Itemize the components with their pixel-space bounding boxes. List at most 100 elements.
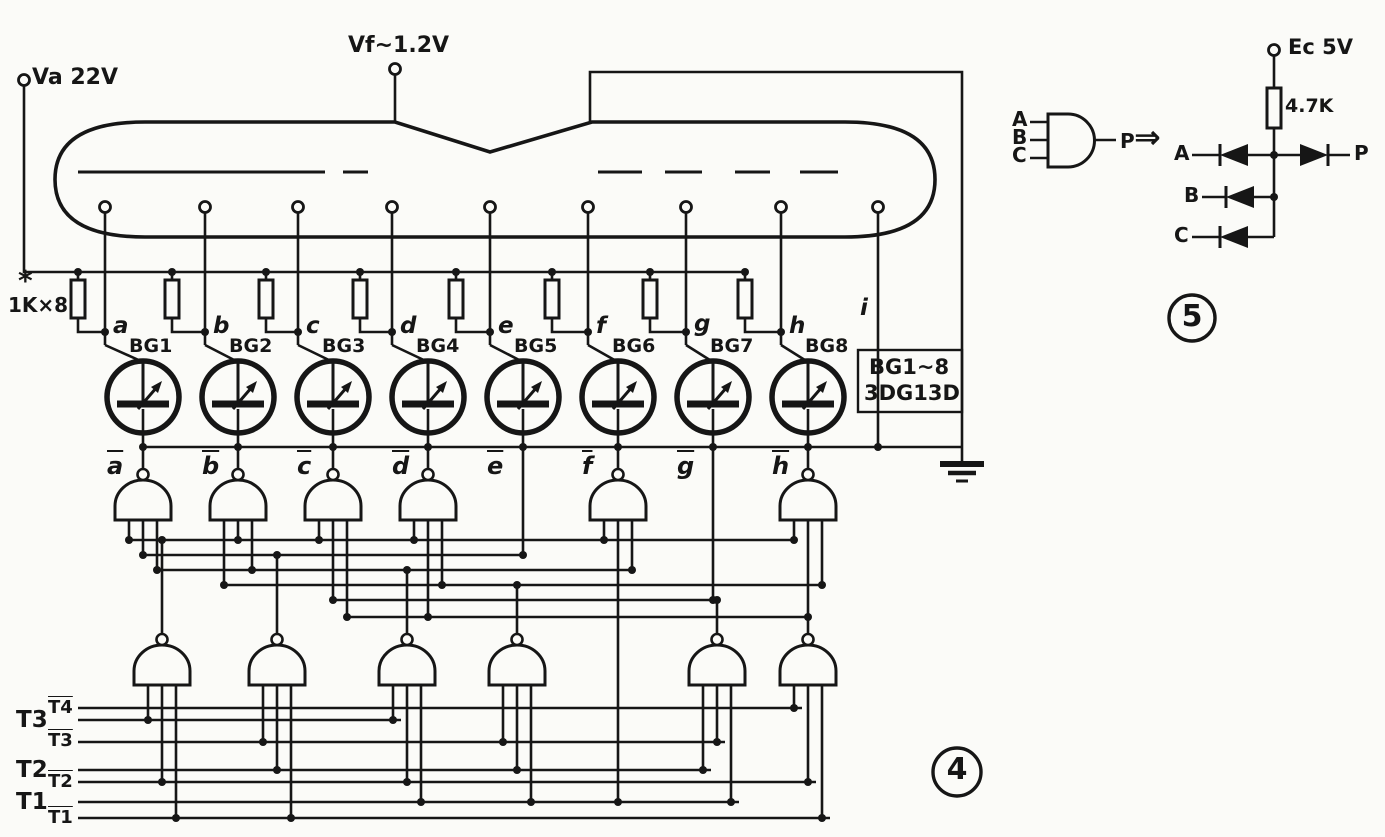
and-gate-icon (1046, 112, 1096, 169)
segment-letter-h: h (789, 313, 806, 339)
tube-pin-b (198, 200, 212, 214)
decoder-gate-5 (687, 632, 747, 687)
bg8-label: BG8 (805, 335, 849, 357)
and-input-b-label: B (1012, 125, 1028, 149)
transistor-type-part: 3DG13D (864, 381, 960, 405)
transistors (104, 348, 964, 436)
upper-gate-inputs (127, 520, 824, 802)
bg3-label: BG3 (322, 335, 366, 357)
base-wires (141, 409, 810, 600)
diode-a-icon (1218, 144, 1248, 166)
resistor-5 (447, 278, 465, 320)
segment-letter-f: f (596, 313, 607, 339)
tube-pin-c (291, 200, 305, 214)
bar-d-label: d (392, 452, 410, 480)
bg5-label: BG5 (514, 335, 558, 357)
bar-g-label: g (677, 452, 695, 480)
timing-input-lines (78, 706, 830, 820)
resistor-6 (543, 278, 561, 320)
tube-pin-d (385, 200, 399, 214)
segment-letter-c: c (306, 313, 320, 339)
resistor-note-mark: * (18, 264, 33, 297)
va-terminal (17, 73, 31, 87)
tube-pin-f (581, 200, 595, 214)
bg7-label: BG7 (710, 335, 754, 357)
t2-label: T2 (16, 757, 48, 783)
and-output-p-label: P (1120, 129, 1135, 153)
bar-c-label: c (297, 452, 312, 480)
diode-input-c-label: C (1174, 223, 1189, 247)
upper-nand-gates (113, 467, 838, 802)
diode-output-icon (1300, 144, 1330, 166)
nand-gate-c (303, 467, 363, 522)
va-supply-label: Va 22V (32, 65, 118, 90)
power-wiring (22, 70, 984, 483)
nand-gate-h (778, 467, 838, 522)
bar-h-label: h (772, 452, 790, 480)
figure4-number: 4 (946, 752, 968, 787)
bg4-label: BG4 (416, 335, 460, 357)
transistor-bg8 (769, 358, 847, 436)
nand-gate-b (208, 467, 268, 522)
lower-gate-inputs (146, 685, 824, 818)
bg6-label: BG6 (612, 335, 656, 357)
resistor-4 (351, 278, 369, 320)
decoder-gate-3 (377, 632, 437, 687)
diode-input-b-label: B (1184, 183, 1200, 207)
anode-resistor-bank (69, 272, 781, 334)
transistor-type-range: BG1~8 (869, 355, 950, 379)
vf-supply-label: Vf~1.2V (348, 33, 450, 58)
bar-a-label: a (107, 452, 124, 480)
tube-pin-g (679, 200, 693, 214)
type-label-box (856, 348, 964, 414)
tube-pin-e (483, 200, 497, 214)
figure5-circuit (1030, 43, 1350, 248)
decoder-gate-2 (247, 632, 307, 687)
figure5-number: 5 (1181, 299, 1203, 334)
segment-wires (103, 212, 880, 447)
diode-output-p-label: P (1354, 141, 1369, 165)
resistor-2 (163, 278, 181, 320)
and-input-a-label: A (1012, 107, 1028, 131)
interconnect-buses (129, 538, 822, 619)
t1-bar-label: T1 (48, 807, 73, 828)
bg1-label: BG1 (129, 335, 173, 357)
tube-pin-h (774, 200, 788, 214)
transistor-bg2 (199, 358, 277, 436)
decoder-gate-6 (778, 632, 838, 687)
figure5-badge-circle (1167, 293, 1217, 343)
lower-gate-outputs (160, 540, 810, 634)
segment-letter-d: d (400, 313, 417, 339)
t1-label: T1 (16, 789, 48, 815)
equivalence-arrow-icon: ⇒ (1134, 118, 1161, 156)
segment-letter-g: g (694, 311, 711, 337)
nand-gate-d (398, 467, 458, 522)
bar-b-label: b (202, 452, 220, 480)
nand-gate-a (113, 467, 173, 522)
resistor-8 (736, 278, 754, 320)
t3-bar-label: T3 (48, 730, 73, 751)
t3-label: T3 (16, 707, 48, 733)
vf-terminal (388, 62, 402, 76)
tube-pin-i (871, 200, 885, 214)
diode-input-a-label: A (1174, 141, 1190, 165)
segment-letter-b: b (213, 313, 230, 339)
resistor-3 (257, 278, 275, 320)
junction-dots (74, 151, 1278, 822)
supply-terminals (17, 62, 402, 87)
resistor-1 (69, 278, 87, 320)
resistor-7 (641, 278, 659, 320)
resistor-note: 1K×8 (8, 293, 69, 317)
bar-e-label: e (487, 452, 504, 480)
diode-b-icon (1224, 186, 1254, 208)
pullup-resistor (1265, 86, 1283, 130)
display-tube (53, 120, 937, 239)
decoder-gate-4 (487, 632, 547, 687)
bar-f-label: f (582, 452, 593, 480)
segment-letter-e: e (498, 313, 514, 339)
diode-c-icon (1218, 226, 1248, 248)
bg2-label: BG2 (229, 335, 273, 357)
pullup-resistor-value: 4.7K (1285, 95, 1334, 117)
